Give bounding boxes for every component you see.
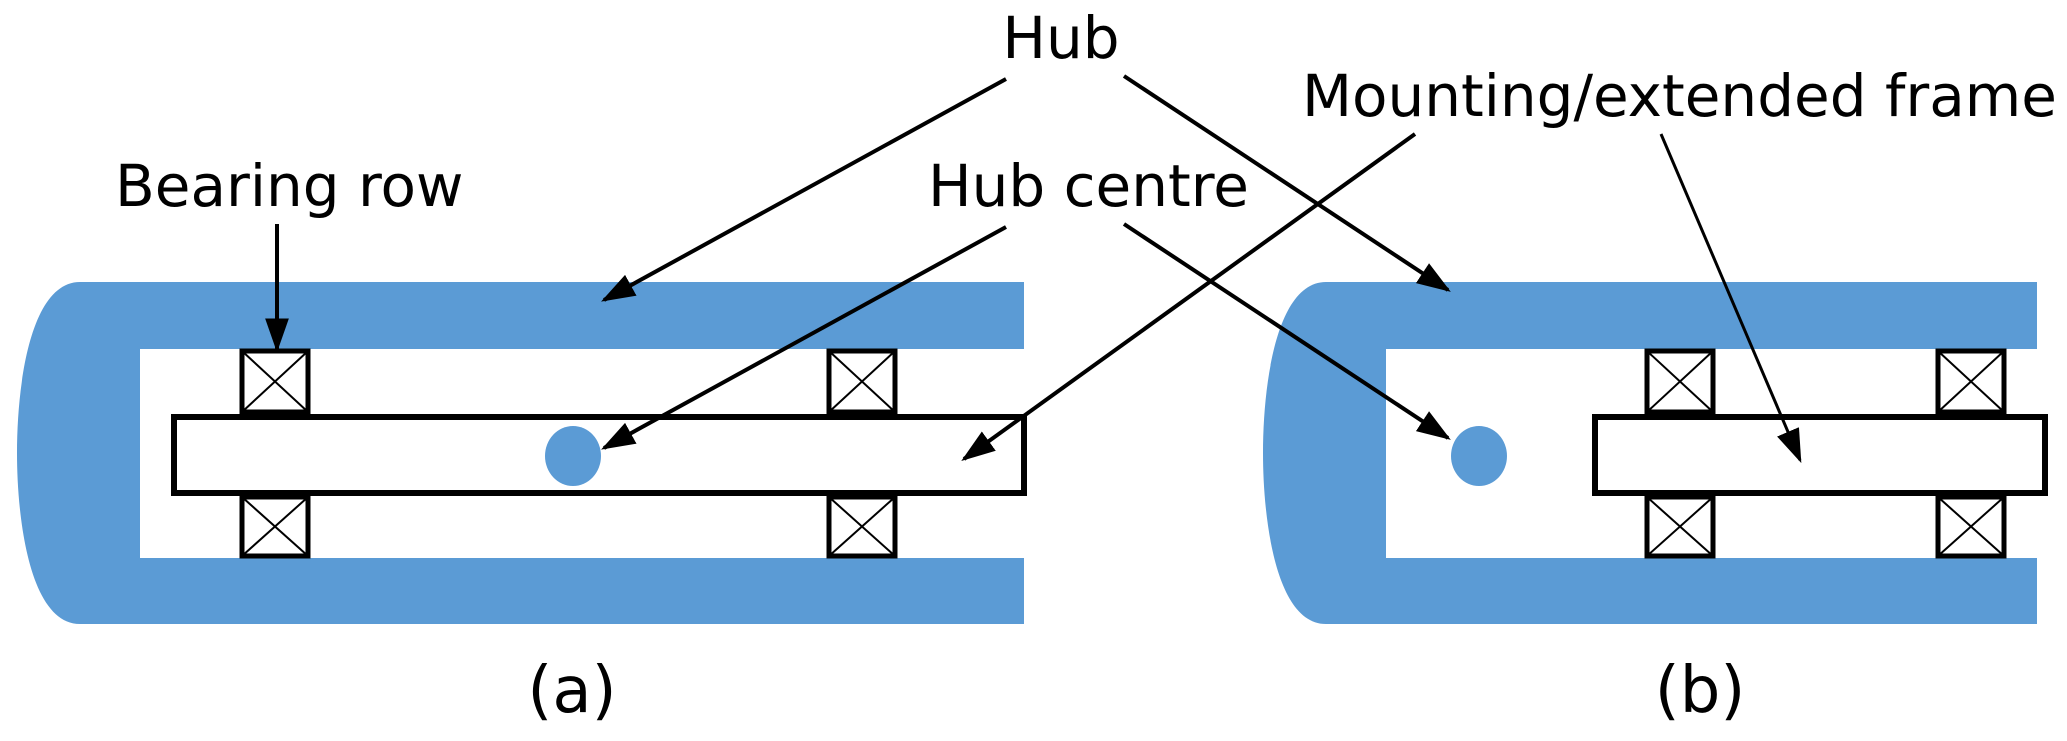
hub-centre-dot-b xyxy=(1451,426,1507,486)
arrow-hub-b xyxy=(1122,74,1451,292)
arrow-hub-a xyxy=(601,77,1007,302)
bearing-a-bottom-left xyxy=(239,494,311,559)
shaft-a xyxy=(171,414,1027,496)
arrow-hub-centre-b xyxy=(1122,222,1451,440)
bearing-b-top-left xyxy=(1644,348,1716,415)
extended-frame-b xyxy=(1592,414,2048,496)
panel-a: (a) xyxy=(17,282,1027,728)
bearing-b-bottom-right xyxy=(1935,494,2007,559)
label-bearing-row: Bearing row xyxy=(115,152,463,220)
panel-b: (b) xyxy=(1263,282,2048,728)
hub-body-a xyxy=(17,282,1024,624)
caption-a: (a) xyxy=(527,654,616,728)
bearing-a-bottom-right xyxy=(826,494,898,559)
hub-body-b xyxy=(1263,282,2037,624)
arrow-mounting-frame-b xyxy=(1659,133,1802,464)
leader-arrows xyxy=(265,74,1802,464)
label-mounting-frame: Mounting/extended frame xyxy=(1302,62,2057,130)
bearing-b-top-right xyxy=(1935,348,2007,415)
hub-centre-dot-a xyxy=(545,426,601,486)
bearing-b-bottom-left xyxy=(1644,494,1716,559)
label-hub-centre: Hub centre xyxy=(928,152,1249,220)
arrow-hub-centre-a xyxy=(601,225,1007,450)
label-hub: Hub xyxy=(1002,4,1119,72)
caption-b: (b) xyxy=(1655,654,1746,728)
arrow-mounting-frame-a xyxy=(961,132,1417,461)
bearing-a-top-right xyxy=(826,348,898,415)
bearing-a-top-left xyxy=(239,348,311,415)
